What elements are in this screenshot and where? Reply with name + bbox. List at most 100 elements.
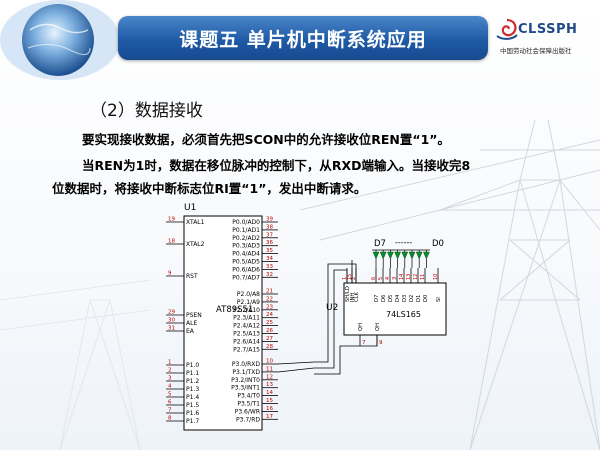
switch-triangle-icon: [387, 251, 394, 260]
u1-pin-number: 5: [168, 392, 172, 398]
header: 课题五 单片机中断系统应用 CLSSPH 中国劳动社会保障出版社: [0, 0, 600, 80]
u1-pin-number: 33: [266, 264, 273, 270]
u1-pin-number: 38: [266, 224, 273, 230]
input-switch-array: [372, 249, 430, 268]
u1-pin-name: P3.3/INT1: [231, 385, 260, 392]
u1-pin-number: 39: [266, 217, 273, 223]
u1-pin-number: 37: [266, 232, 273, 238]
u1-pin-number: 27: [266, 336, 273, 342]
u1-pin-number: 12: [266, 374, 273, 380]
u1-pin-number: 15: [266, 398, 273, 404]
u1-pin-name: P1.0: [186, 362, 199, 369]
u2-pin-number: 2: [351, 277, 357, 280]
led-label-dashes: ------: [395, 238, 412, 247]
u1-pin-number: 2: [168, 368, 172, 374]
section-heading: （2）数据接收: [90, 101, 203, 121]
u2-pin-name: SI: [436, 297, 442, 302]
u1-pin-name: EA: [186, 328, 195, 335]
logo-subtitle: 中国劳动社会保障出版社: [500, 47, 572, 55]
u2-pin-name: D5: [388, 295, 394, 302]
txd-wire: [277, 367, 315, 373]
u1-pin-name: P3.7/RD: [236, 416, 260, 423]
u1-pin-number: 11: [266, 366, 273, 372]
u1-pin-number: 7: [168, 408, 172, 414]
switch-triangle-icon: [394, 251, 401, 260]
u1-pin-number: 23: [266, 304, 273, 310]
switch-triangle-icon: [415, 251, 423, 260]
u1-pin-number: 18: [168, 239, 175, 245]
u2-reference: U2: [326, 303, 338, 313]
u1-pin-name: P0.5/AD5: [232, 259, 260, 266]
u1-pin-name: P2.1/A9: [237, 299, 260, 306]
u2-pin-name: D6: [381, 295, 387, 302]
u2-top-pins: 1SH/LD15INH2CLK6D75D64D53D414D313D212D11…: [342, 268, 442, 302]
globe-icon: [0, 0, 120, 80]
u2-pin-name: D2: [409, 295, 415, 302]
u1-pin-number: 19: [168, 217, 175, 223]
led-label-d0: D0: [432, 239, 444, 249]
u1-pin-name: XTAL1: [186, 219, 205, 226]
u1-pin-number: 31: [168, 326, 175, 332]
u2-pin-name: D7: [374, 295, 380, 302]
u1-pin-number: 4: [168, 384, 172, 390]
u2-pin-name: SH/LD: [345, 286, 351, 302]
paragraph-line-3: 位数据时，将接收中断标志位RI置“1”，发出中断请求。: [52, 181, 367, 196]
u1-pin-number: 10: [266, 359, 273, 365]
u1-pin-name: P1.2: [186, 378, 199, 385]
switch-triangle-icon: [372, 251, 380, 260]
u2-pin-number: 14: [399, 274, 405, 280]
u2-pin-name: D4: [395, 294, 401, 302]
u1-right-pins: 39P0.0/AD038P0.1/AD137P0.2/AD236P0.3/AD3…: [231, 217, 315, 423]
u1-pin-name: P2.5/A13: [233, 331, 260, 338]
u1-pin-number: 35: [266, 248, 273, 254]
u1-pin-name: P1.5: [186, 402, 199, 409]
u2-pin-number: 13: [406, 274, 412, 280]
u1-pin-name: P3.5/T1: [237, 401, 260, 408]
u2-pin-number: 3: [392, 277, 398, 280]
u2-pin-name: D0: [423, 295, 429, 302]
u2-pin-name: D1: [416, 295, 422, 302]
title-bar: 课题五 单片机中断系统应用: [118, 16, 488, 60]
u1-pin-number: 36: [266, 240, 273, 246]
u1-pin-name: P1.6: [186, 410, 199, 417]
switch-triangle-icon: [401, 251, 409, 260]
u1-pin-name: P3.2/INT0: [231, 377, 260, 384]
u1-pin-name: P2.7/A15: [233, 346, 260, 353]
u1-pin-name: P0.6/AD6: [232, 266, 260, 273]
u2-pin-name: INH: [350, 293, 356, 302]
u1-pin-name: P2.4/A12: [233, 323, 260, 330]
u1-pin-name: PSEN: [186, 312, 202, 319]
switch-triangle-icon: [408, 251, 416, 260]
u1-pin-name: P3.1/TXD: [232, 369, 260, 376]
u1-pin-number: 32: [266, 272, 273, 278]
u1-pin-name: P2.3/A11: [233, 315, 260, 322]
logo-swirl-icon: [496, 18, 518, 40]
u1-pin-name: XTAL2: [186, 241, 205, 248]
u1-pin-name: P2.2/A10: [233, 307, 260, 314]
u1-pin-number: 3: [168, 376, 172, 382]
u1-pin-number: 6: [168, 400, 172, 406]
u2-pin-number: 9: [379, 340, 383, 346]
u1-pin-name: P3.0/RXD: [232, 361, 260, 368]
u1-pin-name: P2.6/A14: [233, 338, 260, 345]
u1-pin-number: 24: [266, 312, 273, 318]
u1-pin-number: 17: [266, 414, 273, 420]
u1-pin-number: 21: [266, 289, 273, 295]
u1-pin-name: P0.1/AD1: [232, 227, 260, 234]
u2-pin-name: D3: [402, 295, 408, 302]
paragraph-line-2: 当REN为1时，数据在移位脉冲的控制下，从RXD端输入。当接收完8: [82, 158, 471, 173]
logo-name: CLSSPH: [518, 22, 578, 37]
connection-wires: [314, 260, 378, 375]
u1-pin-name: P1.7: [186, 418, 199, 425]
u1-pin-number: 14: [266, 390, 273, 396]
u2-chip-body: [343, 282, 447, 336]
u1-pin-number: 26: [266, 328, 273, 334]
u1-pin-number: 28: [266, 344, 273, 350]
u1-pin-number: 9: [168, 271, 172, 277]
u1-pin-name: P0.2/AD2: [232, 235, 260, 242]
u2-pin-name: CLK: [354, 291, 360, 302]
